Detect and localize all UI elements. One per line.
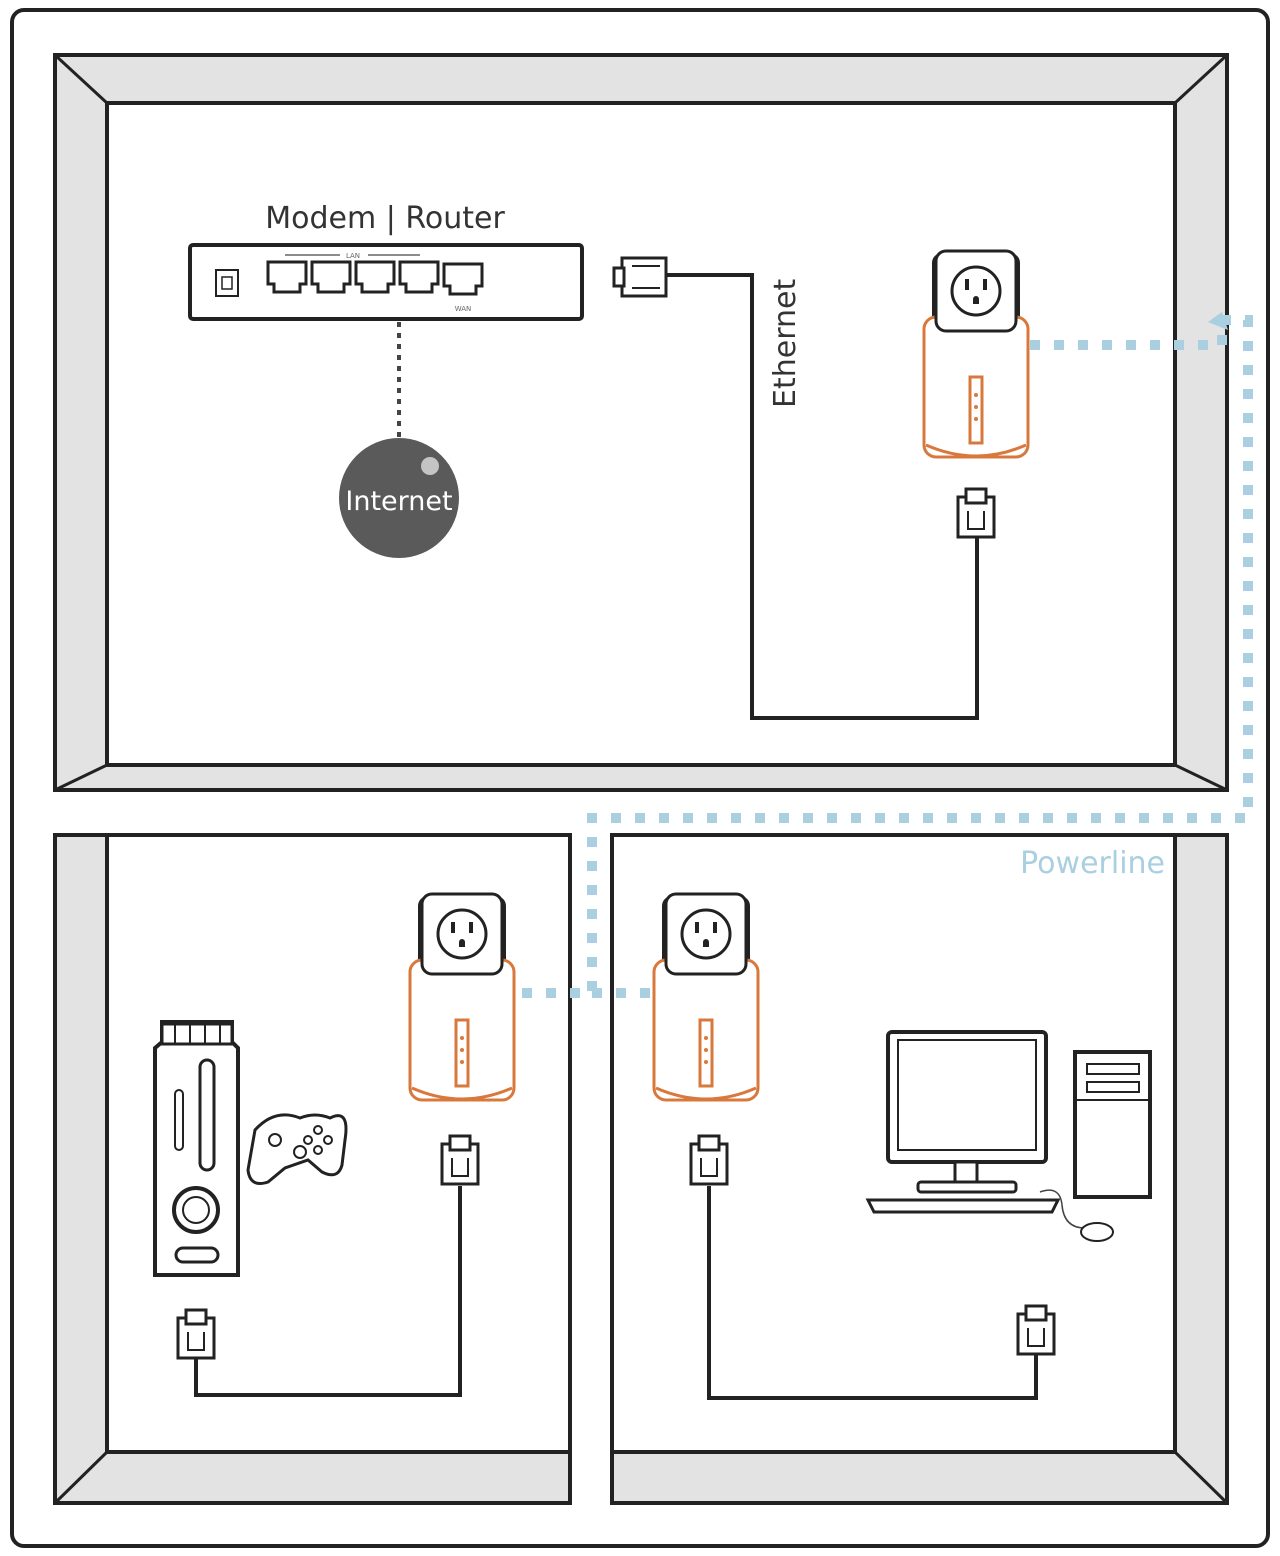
- ethernet-cable-bottom-left: [194, 1186, 462, 1397]
- router-lan-ports: LAN: [266, 252, 440, 294]
- ethernet-plug-icon: [176, 1308, 216, 1360]
- ethernet-plug-icon: [440, 1134, 480, 1186]
- ethernet-cable-bottom-right: [707, 1186, 1038, 1400]
- powerline-arrow-head: [1208, 312, 1228, 330]
- powerline-path: [515, 315, 1253, 998]
- ethernet-label: Ethernet: [768, 279, 803, 408]
- gamepad-icon: [246, 1113, 348, 1185]
- wall-outlet-icon: [664, 892, 748, 976]
- modem-router: LAN WAN: [188, 243, 584, 321]
- router-wan-label: WAN: [455, 305, 472, 313]
- powerline-label: Powerline: [1020, 846, 1165, 881]
- router-wan-port: WAN: [442, 262, 484, 313]
- ethernet-plug-icon: [1016, 1304, 1056, 1356]
- ethernet-plug-icon: [956, 487, 996, 539]
- ethernet-cable-top: [666, 273, 979, 720]
- modem-router-label: Modem | Router: [265, 201, 505, 236]
- ethernet-plug-router-icon: [612, 256, 668, 298]
- powerline-adapter-bottom-left: [408, 892, 516, 1102]
- computer-mouse-icon: [1039, 1189, 1114, 1242]
- desktop-computer-icon: [865, 1030, 1152, 1214]
- room-top: [53, 53, 1229, 792]
- powerline-adapter-bottom-right: [652, 892, 760, 1102]
- ethernet-plug-icon: [689, 1134, 729, 1186]
- router-lan-label: LAN: [346, 252, 360, 260]
- internet-label: Internet: [345, 486, 452, 517]
- wall-outlet-icon: [420, 892, 504, 976]
- game-console-icon: [153, 1020, 240, 1277]
- internet-globe: Internet: [339, 438, 459, 558]
- powerline-adapter-top: [922, 249, 1030, 459]
- wall-outlet-icon: [934, 249, 1018, 333]
